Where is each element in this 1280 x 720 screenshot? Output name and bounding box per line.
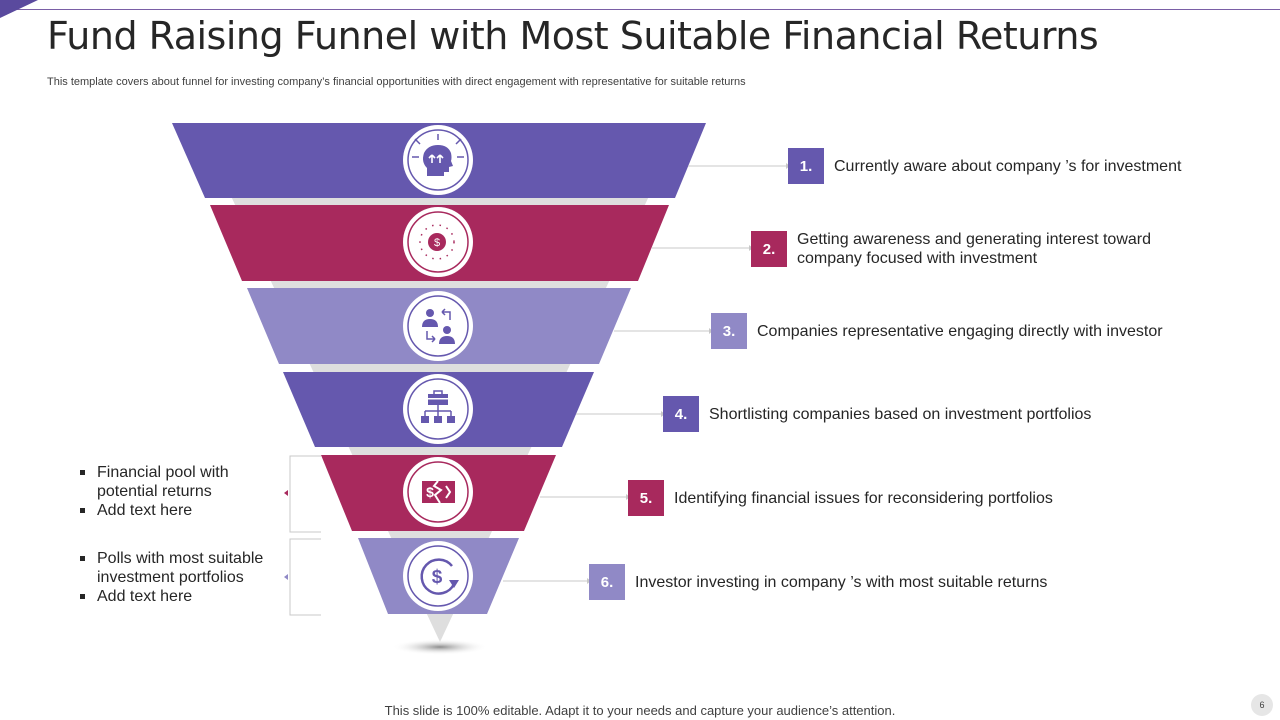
stage-icon-2: $: [403, 207, 473, 277]
side-list-item: Add text here: [78, 501, 247, 520]
stage-label-3: 3. Companies representative engaging dir…: [711, 313, 1177, 349]
side-bracket-pointer-2: [284, 574, 288, 580]
svg-text:$: $: [434, 237, 440, 249]
stage-icon-5: $: [403, 457, 473, 527]
stage-number-badge: 1.: [788, 148, 824, 184]
stage-description: Investor investing in company ’s with mo…: [635, 573, 1048, 591]
broken-money-icon: $: [422, 480, 455, 504]
stage-label-2: 2. Getting awareness and generating inte…: [751, 230, 1167, 268]
stage-number-badge: 2.: [751, 231, 787, 267]
side-bracket-1: [289, 455, 321, 533]
svg-text:$: $: [432, 567, 443, 588]
top-rule: [0, 9, 1280, 10]
stage-icon-1: [403, 125, 473, 195]
stage-number-badge: 3.: [711, 313, 747, 349]
page-title: Fund Raising Funnel with Most Suitable F…: [47, 14, 1099, 58]
svg-text:$: $: [426, 484, 434, 500]
side-list-1: Financial pool with potential returns Ad…: [78, 463, 247, 520]
dollar-target-icon: $: [419, 224, 455, 260]
stage-number-badge: 4.: [663, 396, 699, 432]
side-list-item: Add text here: [78, 587, 287, 606]
side-list-item: Financial pool with potential returns: [78, 463, 247, 501]
org-chart-icon: [421, 390, 455, 423]
side-list-item: Polls with most suitable investment port…: [78, 549, 287, 587]
stage-label-1: 1. Currently aware about company ’s for …: [788, 148, 1194, 184]
funnel-shadow: [392, 639, 488, 655]
corner-accent: [0, 0, 38, 18]
stage-number-badge: 5.: [628, 480, 664, 516]
dollar-cycle-icon: $: [420, 558, 459, 595]
stage-label-5: 5. Identifying financial issues for reco…: [628, 480, 1094, 516]
side-bracket-2: [289, 538, 321, 616]
stage-description: Shortlisting companies based on investme…: [709, 405, 1092, 423]
side-bracket-pointer-1: [284, 490, 288, 496]
page-subtitle: This template covers about funnel for in…: [47, 76, 746, 88]
stage-label-6: 6. Investor investing in company ’s with…: [589, 564, 1075, 600]
stage-description: Identifying financial issues for reconsi…: [674, 489, 1053, 507]
stage-label-4: 4. Shortlisting companies based on inves…: [663, 396, 1129, 432]
stage-description: Getting awareness and generating interes…: [797, 231, 1151, 267]
stage-description: Currently aware about company ’s for inv…: [834, 157, 1182, 175]
stage-icon-6: $: [403, 541, 473, 611]
footer-note: This slide is 100% editable. Adapt it to…: [384, 703, 896, 718]
side-list-2: Polls with most suitable investment port…: [78, 549, 287, 606]
page-number: 6: [1251, 694, 1273, 716]
stage-number-badge: 6.: [589, 564, 625, 600]
people-exchange-icon: [422, 308, 455, 344]
head-arrows-icon: [412, 134, 464, 176]
stage-description: Companies representative engaging direct…: [757, 322, 1163, 340]
stage-icon-3: [403, 291, 473, 361]
stage-icon-4: [403, 374, 473, 444]
